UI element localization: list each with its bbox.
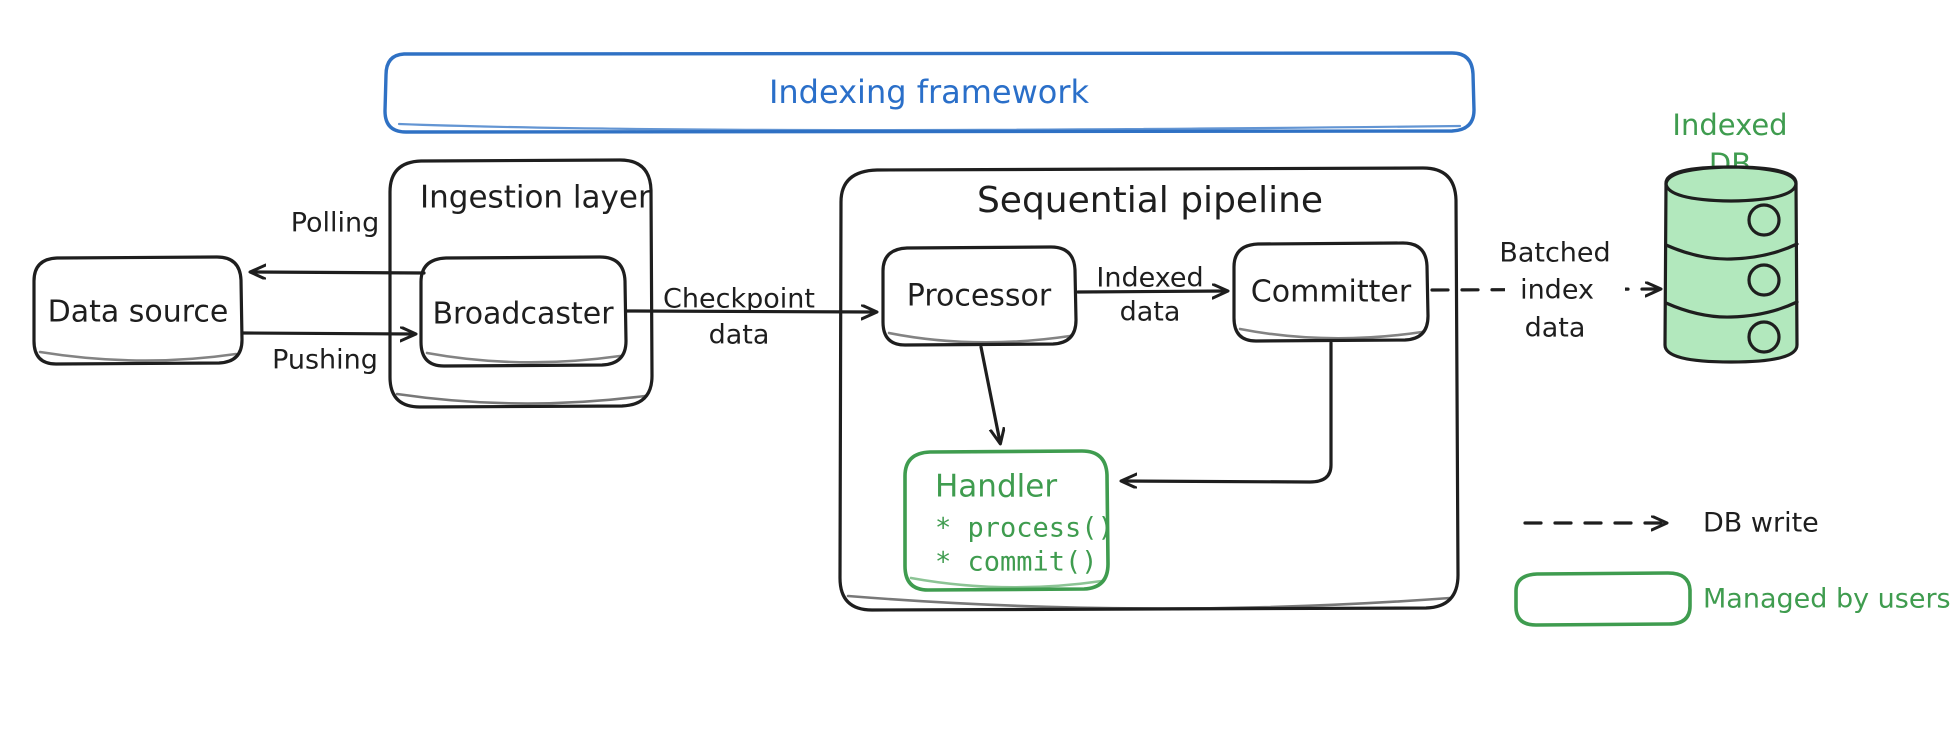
- handler-box-sketch: [909, 576, 1104, 589]
- handler-label: Handler: [935, 469, 1057, 505]
- indexing-framework-border-sketch: [397, 122, 1462, 132]
- indexing-framework-border: [383, 51, 1476, 134]
- legend-item-managed-by-users: Managed by users: [1514, 571, 1950, 627]
- handler-box: [903, 449, 1110, 592]
- edge-committer-to-handler: [1123, 341, 1333, 482]
- batched-label-line3: data: [1525, 313, 1586, 344]
- batched-label-bg-1: [1485, 236, 1625, 268]
- ingestion-layer-container[interactable]: Ingestion layer: [388, 158, 654, 409]
- checkpoint-label-line1: Checkpoint: [663, 284, 815, 315]
- node-handler[interactable]: Handler * process() * commit(): [903, 449, 1114, 592]
- sequential-pipeline-label: Sequential pipeline: [977, 180, 1323, 221]
- indexed-data-label-line1: Indexed: [1096, 263, 1203, 294]
- checkpoint-arrow: [625, 311, 875, 312]
- legend-label-managed-by-users: Managed by users: [1703, 584, 1950, 615]
- sequential-pipeline-container[interactable]: Sequential pipeline: [838, 166, 1460, 612]
- indexing-framework-label: Indexing framework: [769, 73, 1090, 111]
- batched-label-line1: Batched: [1499, 238, 1610, 269]
- data-source-box-sketch: [38, 350, 238, 362]
- indexed-data-label-line2: data: [1120, 297, 1181, 328]
- processor-box: [881, 245, 1078, 347]
- processor-box-sketch: [887, 331, 1072, 344]
- handler-method-commit: * commit(): [935, 547, 1098, 578]
- committer-box-sketch: [1238, 327, 1424, 340]
- pushing-label: Pushing: [272, 345, 378, 376]
- edge-batched-index-data: Batched index data: [1430, 236, 1659, 346]
- polling-arrow: [252, 272, 426, 273]
- legend-label-db-write: DB write: [1703, 508, 1819, 539]
- ingestion-layer-border: [388, 158, 654, 409]
- indexed-db-divider-1: [1664, 242, 1799, 261]
- node-indexed-db[interactable]: Indexed DB: [1663, 108, 1799, 364]
- indexed-db-label-line1: Indexed: [1672, 108, 1787, 142]
- sequential-pipeline-border-sketch: [846, 594, 1452, 610]
- edge-pushing: Pushing: [241, 333, 414, 376]
- processor-handler-arrow: [979, 345, 1000, 442]
- ingestion-layer-border-sketch: [395, 392, 647, 405]
- broadcaster-box-sketch: [425, 351, 622, 364]
- edge-polling: Polling: [252, 208, 426, 274]
- processor-label: Processor: [907, 279, 1052, 314]
- indexed-data-arrow: [1076, 291, 1226, 292]
- indexing-framework-container[interactable]: Indexing framework: [383, 51, 1476, 134]
- indexed-db-indicator-1: [1747, 203, 1781, 237]
- ingestion-layer-label: Ingestion layer: [420, 180, 651, 216]
- batched-label-bg-3: [1485, 312, 1625, 346]
- node-processor[interactable]: Processor: [881, 245, 1078, 347]
- polling-label: Polling: [291, 208, 380, 239]
- batched-label-bg-2: [1505, 274, 1625, 308]
- data-source-label: Data source: [48, 295, 229, 330]
- committer-label: Committer: [1251, 275, 1412, 310]
- batched-label-line2: index: [1520, 275, 1594, 306]
- broadcaster-label: Broadcaster: [432, 297, 614, 332]
- legend: DB write Managed by users: [1514, 508, 1950, 627]
- data-source-box: [32, 255, 244, 366]
- edge-processor-to-handler: [979, 345, 1000, 442]
- handler-method-process: * process(): [935, 513, 1114, 544]
- pushing-arrow: [241, 333, 414, 334]
- sequential-pipeline-border: [838, 166, 1460, 612]
- checkpoint-label-line2: data: [709, 320, 770, 351]
- committer-box: [1232, 241, 1430, 343]
- committer-handler-arrow: [1123, 341, 1333, 482]
- legend-item-db-write: DB write: [1523, 508, 1819, 539]
- node-data-source[interactable]: Data source: [32, 255, 244, 366]
- indexed-db-indicator-2: [1747, 263, 1781, 297]
- green-rounded-box-icon: [1514, 571, 1692, 627]
- node-broadcaster[interactable]: Broadcaster: [419, 255, 628, 368]
- indexed-db-cylinder-top: [1664, 165, 1798, 203]
- node-committer[interactable]: Committer: [1232, 241, 1430, 343]
- indexed-db-indicator-3: [1747, 320, 1781, 354]
- edge-checkpoint-data: Checkpoint data: [625, 284, 875, 351]
- indexed-db-divider-2: [1664, 300, 1799, 319]
- edge-indexed-data: Indexed data: [1076, 263, 1226, 328]
